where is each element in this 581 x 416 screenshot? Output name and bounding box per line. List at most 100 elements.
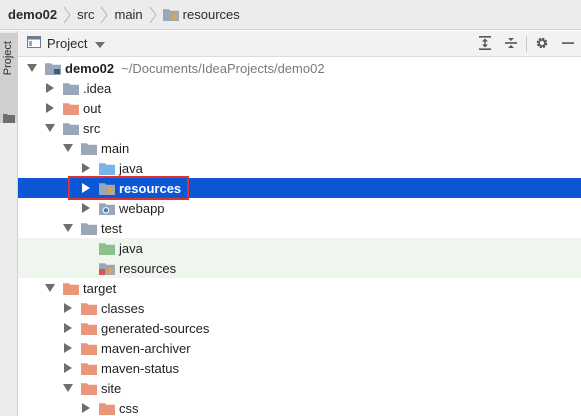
chevron-down-icon[interactable]	[26, 62, 38, 74]
chevron-down-icon[interactable]	[62, 142, 74, 154]
chevron-right-icon[interactable]	[44, 102, 56, 114]
tree-node[interactable]: generated-sources	[18, 318, 581, 338]
tree-node[interactable]: resources	[18, 178, 581, 198]
breadcrumb: demo02 src main resources	[0, 0, 581, 30]
project-tool-window-tab[interactable]: Project	[0, 33, 18, 123]
tree-node-label: webapp	[119, 200, 165, 216]
breadcrumb-item[interactable]: demo02	[8, 7, 57, 22]
tree-node-label: classes	[101, 300, 145, 316]
excluded-folder-icon	[81, 361, 97, 375]
tree-node-label: css	[119, 400, 139, 416]
project-tree: demo02 ~/Documents/IdeaProjects/demo02 .id…	[18, 58, 581, 416]
resources-folder-icon	[162, 8, 179, 21]
tree-node[interactable]: target	[18, 278, 581, 298]
tool-window-strip: Project	[0, 31, 18, 416]
tree-node[interactable]: maven-status	[18, 358, 581, 378]
chevron-down-icon[interactable]	[44, 122, 56, 134]
project-panel-header: Project	[18, 31, 581, 57]
tree-node[interactable]: .idea	[18, 78, 581, 98]
chevron-right-icon[interactable]	[62, 362, 74, 374]
breadcrumb-item[interactable]: resources	[162, 7, 240, 22]
project-view-selector[interactable]: Project	[27, 36, 106, 51]
test-source-folder-icon	[99, 241, 115, 255]
minimize-icon	[562, 37, 574, 52]
breadcrumb-separator	[62, 6, 72, 24]
resources-folder-icon	[99, 181, 115, 195]
tree-node[interactable]: webapp	[18, 198, 581, 218]
collapse-all-icon	[504, 36, 518, 53]
tree-node[interactable]: out	[18, 98, 581, 118]
tree-node[interactable]: demo02 ~/Documents/IdeaProjects/demo02	[18, 58, 581, 78]
module-folder-icon	[45, 61, 61, 75]
header-divider	[526, 36, 527, 52]
tree-node[interactable]: css	[18, 398, 581, 416]
expand-all-icon	[478, 35, 492, 53]
breadcrumb-label: main	[114, 7, 143, 22]
tree-node[interactable]: site	[18, 378, 581, 398]
tree-node-label: generated-sources	[101, 320, 210, 336]
chevron-right-icon[interactable]	[62, 322, 74, 334]
tree-node[interactable]: main	[18, 138, 581, 158]
breadcrumb-separator	[148, 6, 158, 24]
tree-node[interactable]: src	[18, 118, 581, 138]
tree-node-label: .idea	[83, 80, 112, 96]
hide-button[interactable]	[555, 31, 581, 57]
chevron-right-icon[interactable]	[62, 342, 74, 354]
source-folder-icon	[99, 161, 115, 175]
breadcrumb-item[interactable]: src	[77, 7, 94, 22]
chevron-right-icon[interactable]	[44, 82, 56, 94]
tree-node-label: main	[101, 140, 130, 156]
chevron-right-icon[interactable]	[80, 202, 92, 214]
breadcrumb-label: demo02	[8, 7, 58, 22]
chevron-right-icon[interactable]	[62, 302, 74, 314]
excluded-folder-icon	[81, 321, 97, 335]
chevron-down-icon[interactable]	[62, 222, 74, 234]
folder-icon	[63, 121, 79, 135]
test-resources-folder-icon	[99, 261, 115, 275]
excluded-folder-icon	[63, 101, 79, 115]
web-folder-icon	[99, 201, 115, 215]
breadcrumb-separator	[99, 6, 109, 24]
tree-node-label: out	[83, 100, 102, 116]
excluded-folder-icon	[81, 301, 97, 315]
folder-icon	[63, 81, 79, 95]
gear-icon	[535, 36, 549, 53]
project-path: ~/Documents/IdeaProjects/demo02	[121, 60, 325, 76]
project-view-icon	[27, 36, 41, 51]
excluded-folder-icon	[63, 281, 79, 295]
tree-node-label: resources	[119, 260, 177, 276]
tree-node-label: maven-archiver	[101, 340, 191, 356]
tree-node[interactable]: test	[18, 218, 581, 238]
tree-node[interactable]: java	[18, 158, 581, 178]
excluded-folder-icon	[99, 401, 115, 415]
tree-node-label: demo02	[65, 60, 115, 76]
tree-node[interactable]: maven-archiver	[18, 338, 581, 358]
breadcrumb-label: src	[77, 7, 95, 22]
tree-node-label: java	[119, 240, 143, 256]
excluded-folder-icon	[81, 381, 97, 395]
tree-node[interactable]: resources	[18, 258, 581, 278]
tree-node[interactable]: java	[18, 238, 581, 258]
tree-node-label: resources	[119, 180, 182, 196]
chevron-right-icon[interactable]	[80, 162, 92, 174]
folder-icon	[81, 141, 97, 155]
chevron-right-icon[interactable]	[80, 182, 92, 194]
project-view-title: Project	[47, 36, 88, 51]
tree-node-label: target	[83, 280, 117, 296]
chevron-down-icon[interactable]	[62, 382, 74, 394]
settings-button[interactable]	[529, 31, 555, 57]
tree-node-label: java	[119, 160, 143, 176]
tree-node[interactable]: classes	[18, 298, 581, 318]
chevron-right-icon[interactable]	[80, 402, 92, 414]
folder-icon	[3, 111, 15, 126]
chevron-down-icon[interactable]	[44, 282, 56, 294]
breadcrumb-item[interactable]: main	[114, 7, 142, 22]
chevron-down-icon	[95, 36, 106, 51]
tree-node-label: maven-status	[101, 360, 180, 376]
collapse-all-button[interactable]	[498, 31, 524, 57]
tree-node-label: src	[83, 120, 101, 136]
breadcrumb-label: resources	[182, 7, 240, 22]
tree-node-label: test	[101, 220, 122, 236]
excluded-folder-icon	[81, 341, 97, 355]
expand-all-button[interactable]	[472, 31, 498, 57]
